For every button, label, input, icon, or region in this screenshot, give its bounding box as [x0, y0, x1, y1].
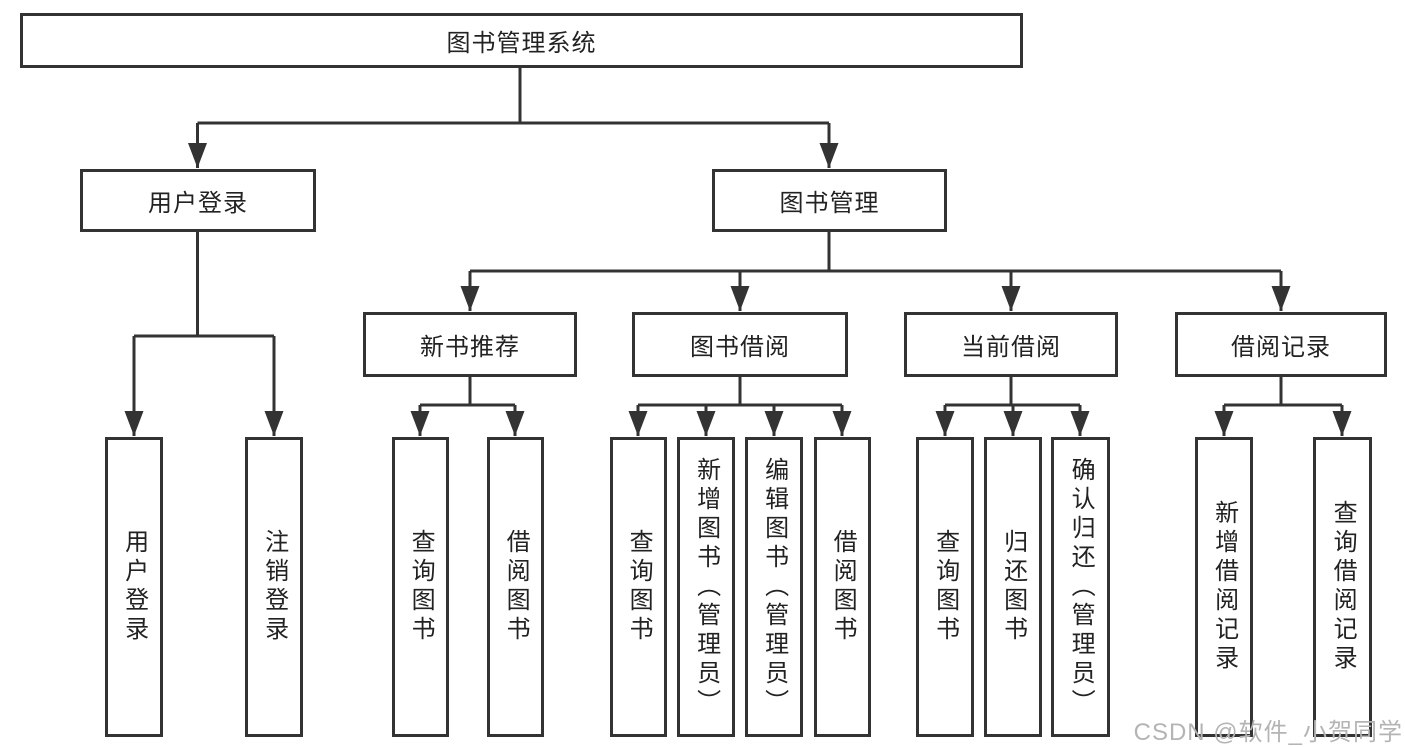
node-current-borrow: 当前借阅 [904, 312, 1118, 377]
node-label: 归还图书 [999, 529, 1027, 645]
node-label: 查询图书 [407, 529, 435, 645]
leaf-return-books: 归还图书 [984, 437, 1042, 737]
leaf-borrow-books-recommend: 借阅图书 [487, 437, 544, 737]
leaf-borrow-books: 借阅图书 [814, 437, 871, 737]
node-label: 用户登录 [120, 529, 148, 645]
node-user-login: 用户登录 [80, 169, 316, 232]
leaf-query-books-current: 查询图书 [916, 437, 974, 737]
node-label: 图书管理 [779, 190, 880, 217]
node-label: 查询图书 [625, 529, 653, 645]
node-label: 图书借阅 [690, 334, 790, 361]
leaf-query-books-recommend: 查询图书 [392, 437, 449, 737]
node-label: 注销登录 [260, 529, 288, 645]
node-label: 查询图书 [931, 529, 959, 645]
node-label: 当前借阅 [961, 334, 1061, 361]
node-label: 新增借阅记录 [1210, 500, 1238, 674]
leaf-add-borrow-record: 新增借阅记录 [1195, 437, 1253, 737]
leaf-confirm-return-admin: 确认归还（管理员） [1051, 437, 1110, 737]
node-book-borrow: 图书借阅 [632, 312, 848, 377]
node-label: 借阅记录 [1231, 334, 1331, 361]
node-label: 确认归还（管理员） [1067, 456, 1095, 718]
node-label: 编辑图书（管理员） [760, 456, 788, 718]
node-label: 新书推荐 [420, 334, 520, 361]
leaf-edit-books-admin: 编辑图书（管理员） [745, 437, 803, 737]
node-label: 图书管理系统 [446, 30, 597, 57]
node-label: 查询借阅记录 [1329, 500, 1357, 674]
node-new-book-recommend: 新书推荐 [363, 312, 577, 377]
node-borrow-records: 借阅记录 [1175, 312, 1387, 377]
leaf-user-login: 用户登录 [105, 437, 163, 737]
node-label: 用户登录 [148, 190, 248, 217]
node-label: 借阅图书 [829, 529, 857, 645]
node-book-management: 图书管理 [712, 169, 947, 232]
leaf-logout: 注销登录 [245, 437, 303, 737]
leaf-query-books-borrow: 查询图书 [610, 437, 667, 737]
node-label: 借阅图书 [502, 529, 530, 645]
leaf-add-books-admin: 新增图书（管理员） [677, 437, 735, 737]
node-library-management-system: 图书管理系统 [20, 13, 1023, 68]
leaf-query-borrow-record: 查询借阅记录 [1313, 437, 1372, 737]
csdn-watermark: CSDN @软件_小贺同学 [1133, 719, 1403, 746]
node-label: 新增图书（管理员） [692, 456, 720, 718]
